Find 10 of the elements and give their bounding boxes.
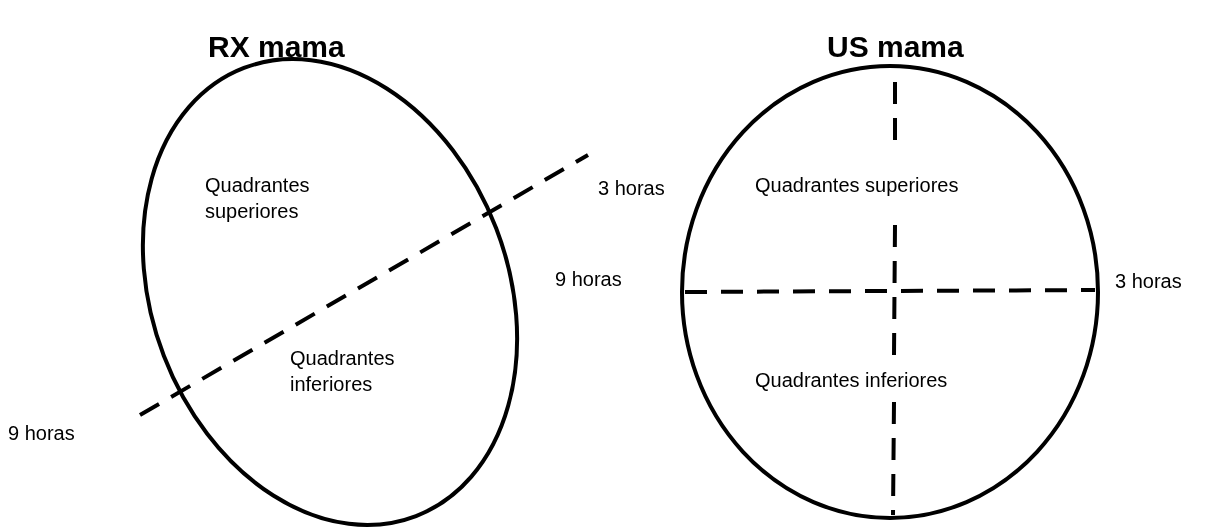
clock-position-label: 9 horas	[555, 268, 622, 291]
clock-position-label: 9 horas	[8, 422, 75, 445]
quadrant-label: Quadrantes inferiores	[290, 347, 395, 395]
quadrant-label: Quadrantes superiores	[205, 174, 310, 222]
node-heading: US mama	[827, 30, 964, 63]
clock-position-label: 3 horas	[1115, 270, 1182, 293]
clock-position-label: 3 horas	[598, 177, 665, 200]
quadrant-label: Quadrantes inferiores	[755, 369, 948, 391]
node-heading: RX mama	[208, 30, 345, 63]
quadrant-label: Quadrantes superiores	[755, 174, 959, 196]
